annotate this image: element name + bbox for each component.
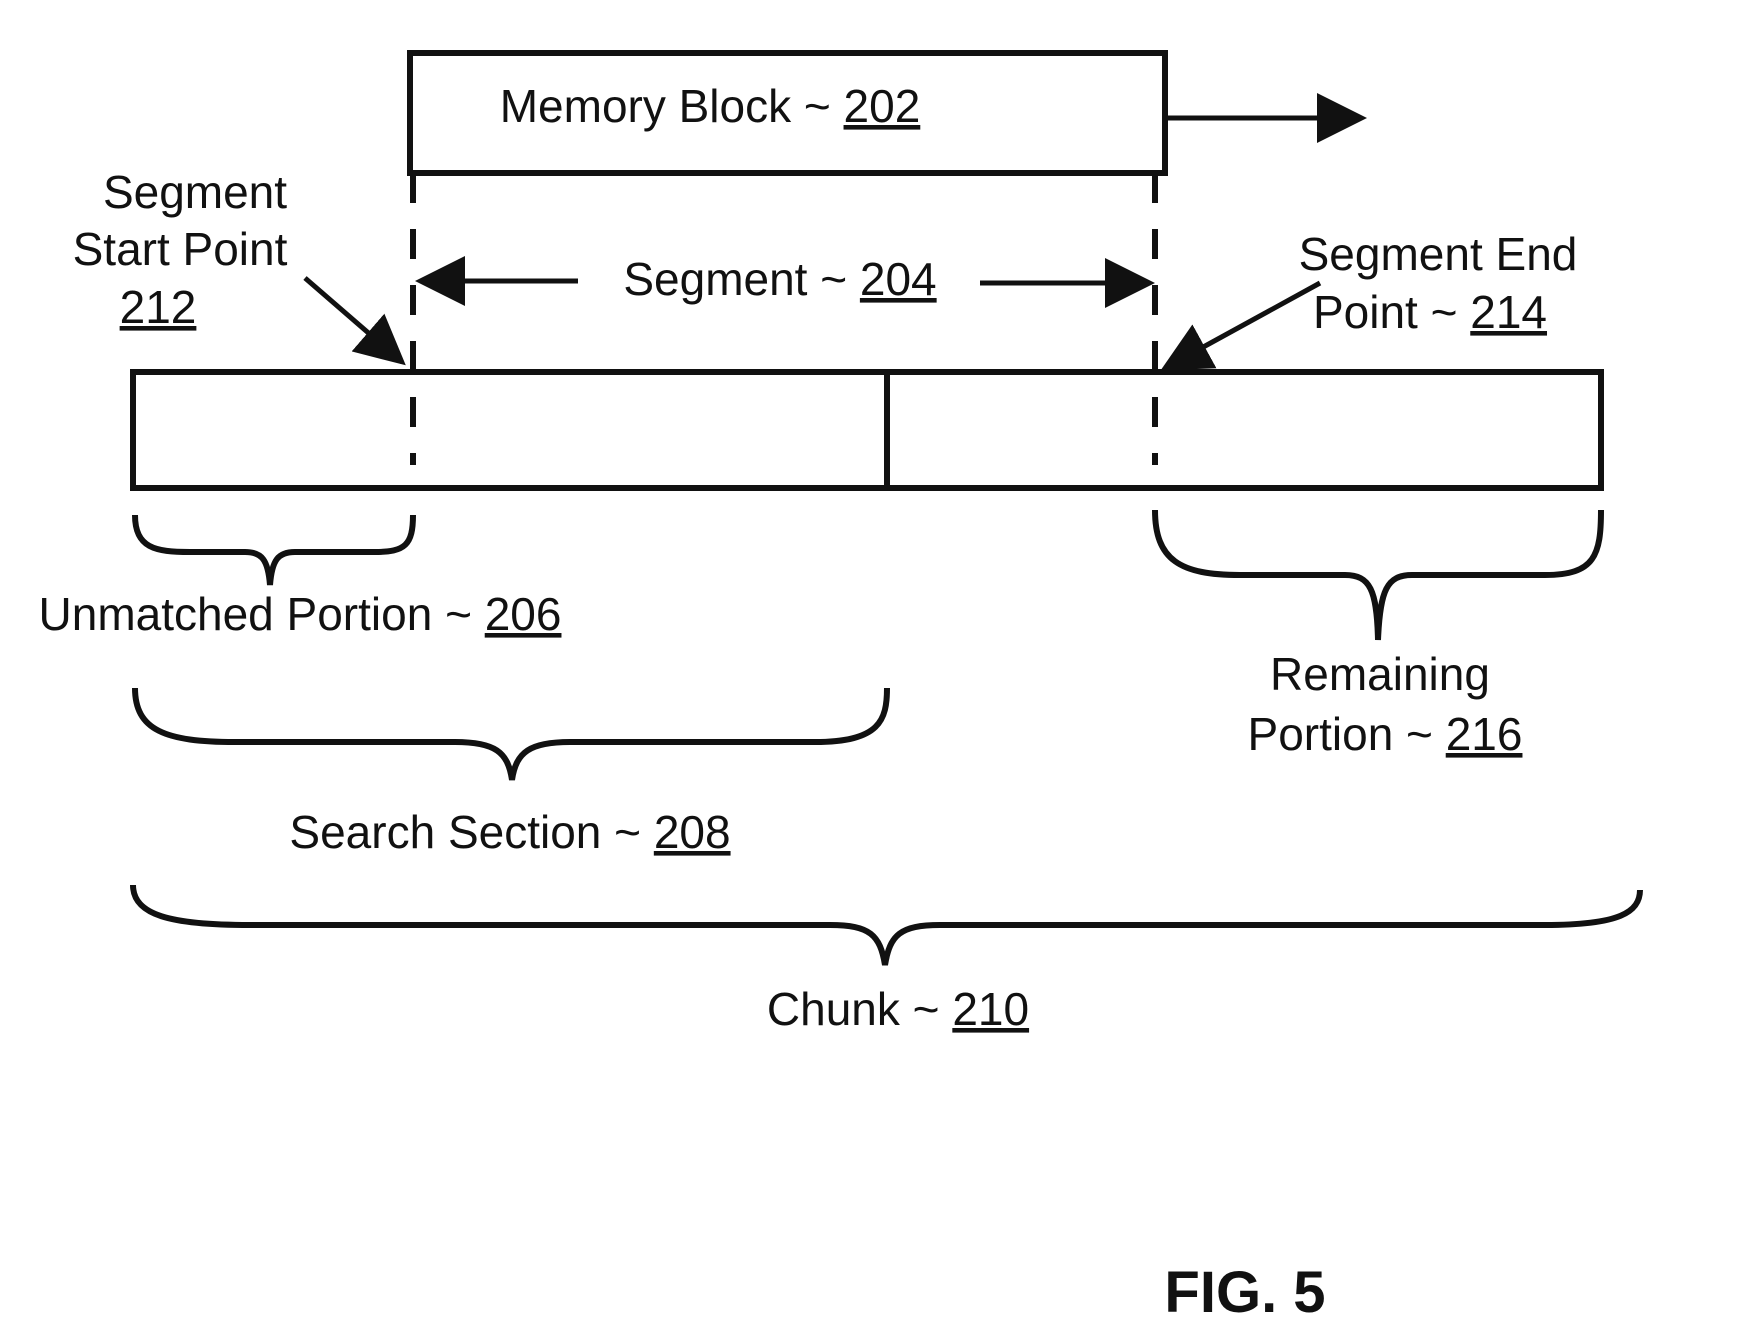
remaining-portion-label-line1: Remaining xyxy=(1270,648,1490,700)
segment-end-point-pointer xyxy=(1165,283,1320,368)
segment-end-point-label-line2: Point ~ 214 xyxy=(1313,286,1547,338)
segment-start-point-label-line2: Start Point xyxy=(73,223,288,275)
chunk-brace xyxy=(133,885,1640,965)
search-section-brace xyxy=(135,688,887,780)
unmatched-portion-brace xyxy=(135,515,413,585)
segment-start-point-ref: 212 xyxy=(120,281,197,333)
segment-label: Segment ~ 204 xyxy=(623,253,936,305)
segment-start-point-label-line1: Segment xyxy=(103,166,287,218)
memory-block-label: Memory Block ~ 202 xyxy=(500,80,921,132)
chunk-bar xyxy=(133,372,1601,488)
segment-end-point-label-line1: Segment End xyxy=(1299,228,1578,280)
unmatched-portion-label: Unmatched Portion ~ 206 xyxy=(39,588,562,640)
remaining-portion-label-line2: Portion ~ 216 xyxy=(1248,708,1523,760)
segment-start-point-pointer xyxy=(305,278,402,362)
remaining-portion-brace xyxy=(1155,510,1601,640)
chunk-label: Chunk ~ 210 xyxy=(767,983,1029,1035)
search-section-label: Search Section ~ 208 xyxy=(289,806,730,858)
figure-label: FIG. 5 xyxy=(1164,1260,1325,1325)
